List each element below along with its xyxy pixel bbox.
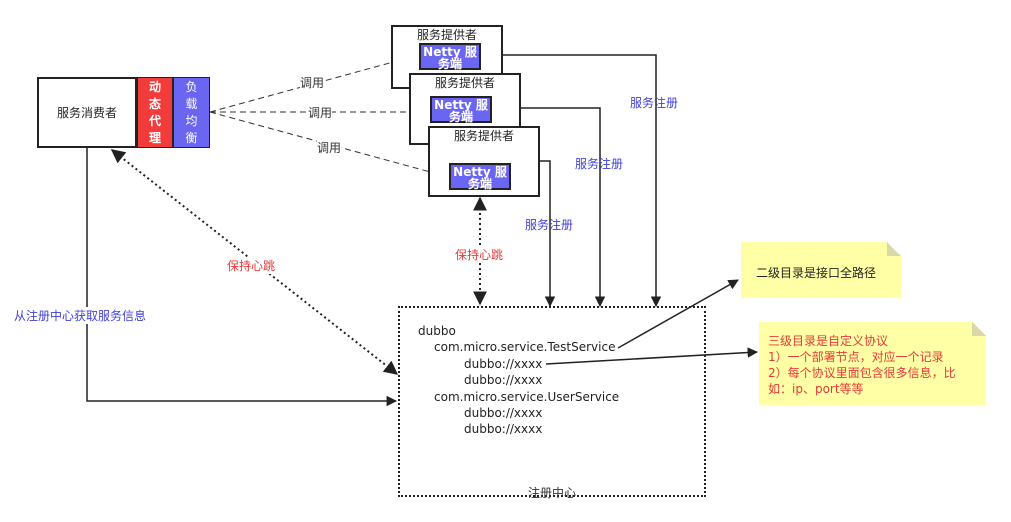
note-level2-text: 二级目录是接口全路径	[756, 266, 877, 280]
register-label-3: 服务注册	[525, 218, 574, 232]
provider-title: 服务提供者	[453, 129, 514, 143]
call-label-1: 调用	[300, 74, 325, 91]
call-label-2: 调用	[308, 104, 333, 121]
registry-root: dubbo	[418, 324, 456, 338]
registry-protocol: dubbo://xxxx	[464, 356, 543, 371]
netty-server-label: Netty 服务端	[423, 45, 477, 71]
note-pointer-level3	[545, 347, 759, 365]
note-level3: 三级目录是自定义协议 1）一个部署节点，对应一个记录 2）每个协议里面包含很多信…	[759, 322, 986, 405]
note-level3-text: 三级目录是自定义协议 1）一个部署节点，对应一个记录 2）每个协议里面包含很多信…	[768, 333, 974, 397]
registry-tree: dubbo com.micro.service.TestService dubb…	[418, 323, 619, 438]
provider-title: 服务提供者	[416, 28, 477, 42]
load-balancer-label: 负载均衡	[185, 79, 198, 145]
fetch-edge	[86, 148, 398, 407]
note-pointer-level2	[617, 279, 739, 349]
netty-server-box: Netty 服务端	[430, 96, 492, 123]
netty-server-box: Netty 服务端	[419, 43, 481, 70]
provider-title: 服务提供者	[434, 76, 495, 90]
netty-server-label: Netty 服务端	[453, 165, 507, 191]
registry-title: 注册中心	[527, 486, 576, 500]
registry-center-node: dubbo com.micro.service.TestService dubb…	[398, 306, 706, 500]
service-consumer-label: 服务消费者	[56, 106, 117, 120]
registry-protocol: dubbo://xxxx	[464, 373, 543, 388]
note-level3-line2: 2）每个协议里面包含很多信息，比如：ip、port等等	[768, 366, 956, 396]
note-level3-line1: 1）一个部署节点，对应一个记录	[768, 350, 944, 364]
dynamic-proxy-node: 动态代理	[137, 77, 173, 148]
note-level2: 二级目录是接口全路径	[741, 242, 901, 298]
registry-interface: com.micro.service.TestService	[434, 340, 616, 355]
registry-protocol: dubbo://xxxx	[464, 422, 543, 437]
netty-server-label: Netty 服务端	[434, 98, 488, 124]
registry-interface: com.micro.service.UserService	[434, 389, 620, 404]
registry-protocol: dubbo://xxxx	[464, 406, 543, 421]
call-label-3: 调用	[317, 139, 342, 156]
fetch-label: 从注册中心获取服务信息	[14, 307, 147, 324]
register-label-2: 服务注册	[575, 157, 624, 171]
netty-server-box: Netty 服务端	[449, 163, 511, 190]
service-provider-node-3: 服务提供者 Netty 服务端	[428, 126, 540, 197]
dynamic-proxy-label: 动态代理	[148, 79, 161, 145]
load-balancer-node: 负载均衡	[173, 77, 210, 148]
register-label-1: 服务注册	[630, 96, 679, 110]
note-fold-corner	[887, 242, 901, 256]
heartbeat-label-consumer: 保持心跳	[227, 257, 276, 274]
note-level3-title: 三级目录是自定义协议	[768, 334, 889, 348]
heartbeat-label-provider: 保持心跳	[455, 246, 504, 263]
register-edge-2	[492, 107, 606, 308]
note-fold-corner	[972, 322, 986, 336]
service-consumer-node: 服务消费者	[37, 77, 137, 148]
register-edge-1	[480, 54, 662, 308]
